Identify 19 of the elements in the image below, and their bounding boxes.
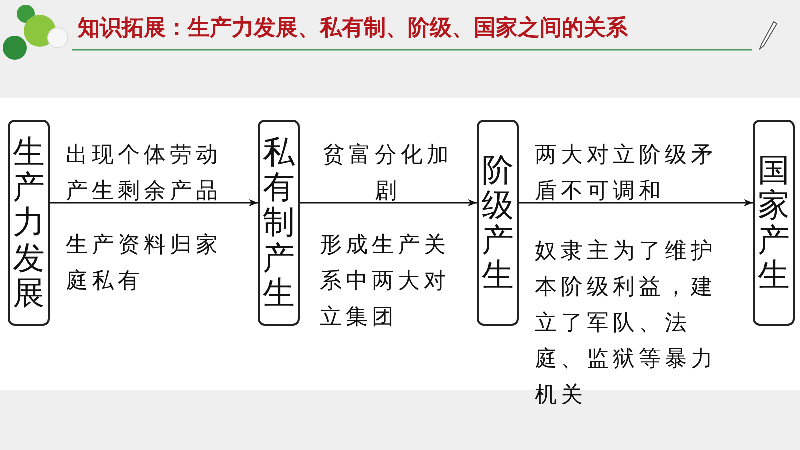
annotation-text: 贫富分化加剧 xyxy=(322,142,454,206)
annotation-text: 出现个体劳动 xyxy=(66,142,223,170)
annotation-text: 产生剩余产品 xyxy=(66,178,223,206)
annotation-text: 两大对立阶级矛盾不可调和 xyxy=(535,142,718,206)
annotation-text: 形成生产关系中两大对立集团 xyxy=(320,232,451,332)
node-label: 国家产生 xyxy=(758,152,790,294)
arrow xyxy=(300,199,477,207)
node-label: 生产力发展 xyxy=(13,135,45,311)
vertical-text-box xyxy=(477,120,519,326)
annotation-text: 奴隶主为了维护本阶级利益，建立了军队、法庭、监狱等暴力机关 xyxy=(535,238,718,410)
vertical-text-box xyxy=(258,120,300,326)
vertical-text-box xyxy=(8,120,50,326)
node-label: 阶级产生 xyxy=(482,152,514,294)
vertical-text-box xyxy=(753,120,795,326)
arrow xyxy=(519,199,753,207)
node-label: 私有制产生 xyxy=(263,135,295,311)
title: 知识拓展：生产力发展、私有制、阶级、国家之间的关系 xyxy=(78,14,628,43)
annotation-text: 生产资料归家庭私有 xyxy=(66,232,223,296)
arrow xyxy=(50,199,258,207)
